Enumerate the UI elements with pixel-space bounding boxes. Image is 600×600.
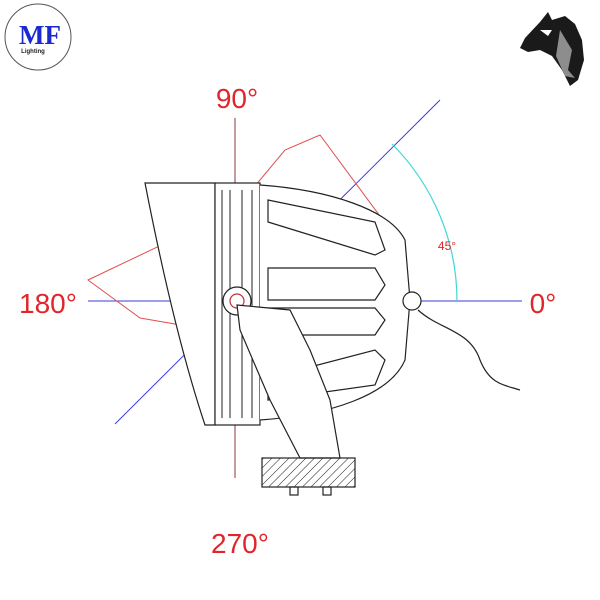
angle-label-180: 180° [19,288,77,319]
tilt-angle-arc [391,143,458,302]
logo-subtitle: Lighting [21,49,45,55]
mf-lighting-logo: MF Lighting [4,3,72,71]
angle-label-270: 270° [211,528,269,559]
logo-initials: MF [19,20,61,50]
horse-head-icon [520,12,584,86]
floodlight-drawing [144,182,521,496]
angle-label-90: 90° [216,83,258,114]
angle-label-45: 45° [438,239,456,253]
angle-label-0: 0° [530,288,557,319]
